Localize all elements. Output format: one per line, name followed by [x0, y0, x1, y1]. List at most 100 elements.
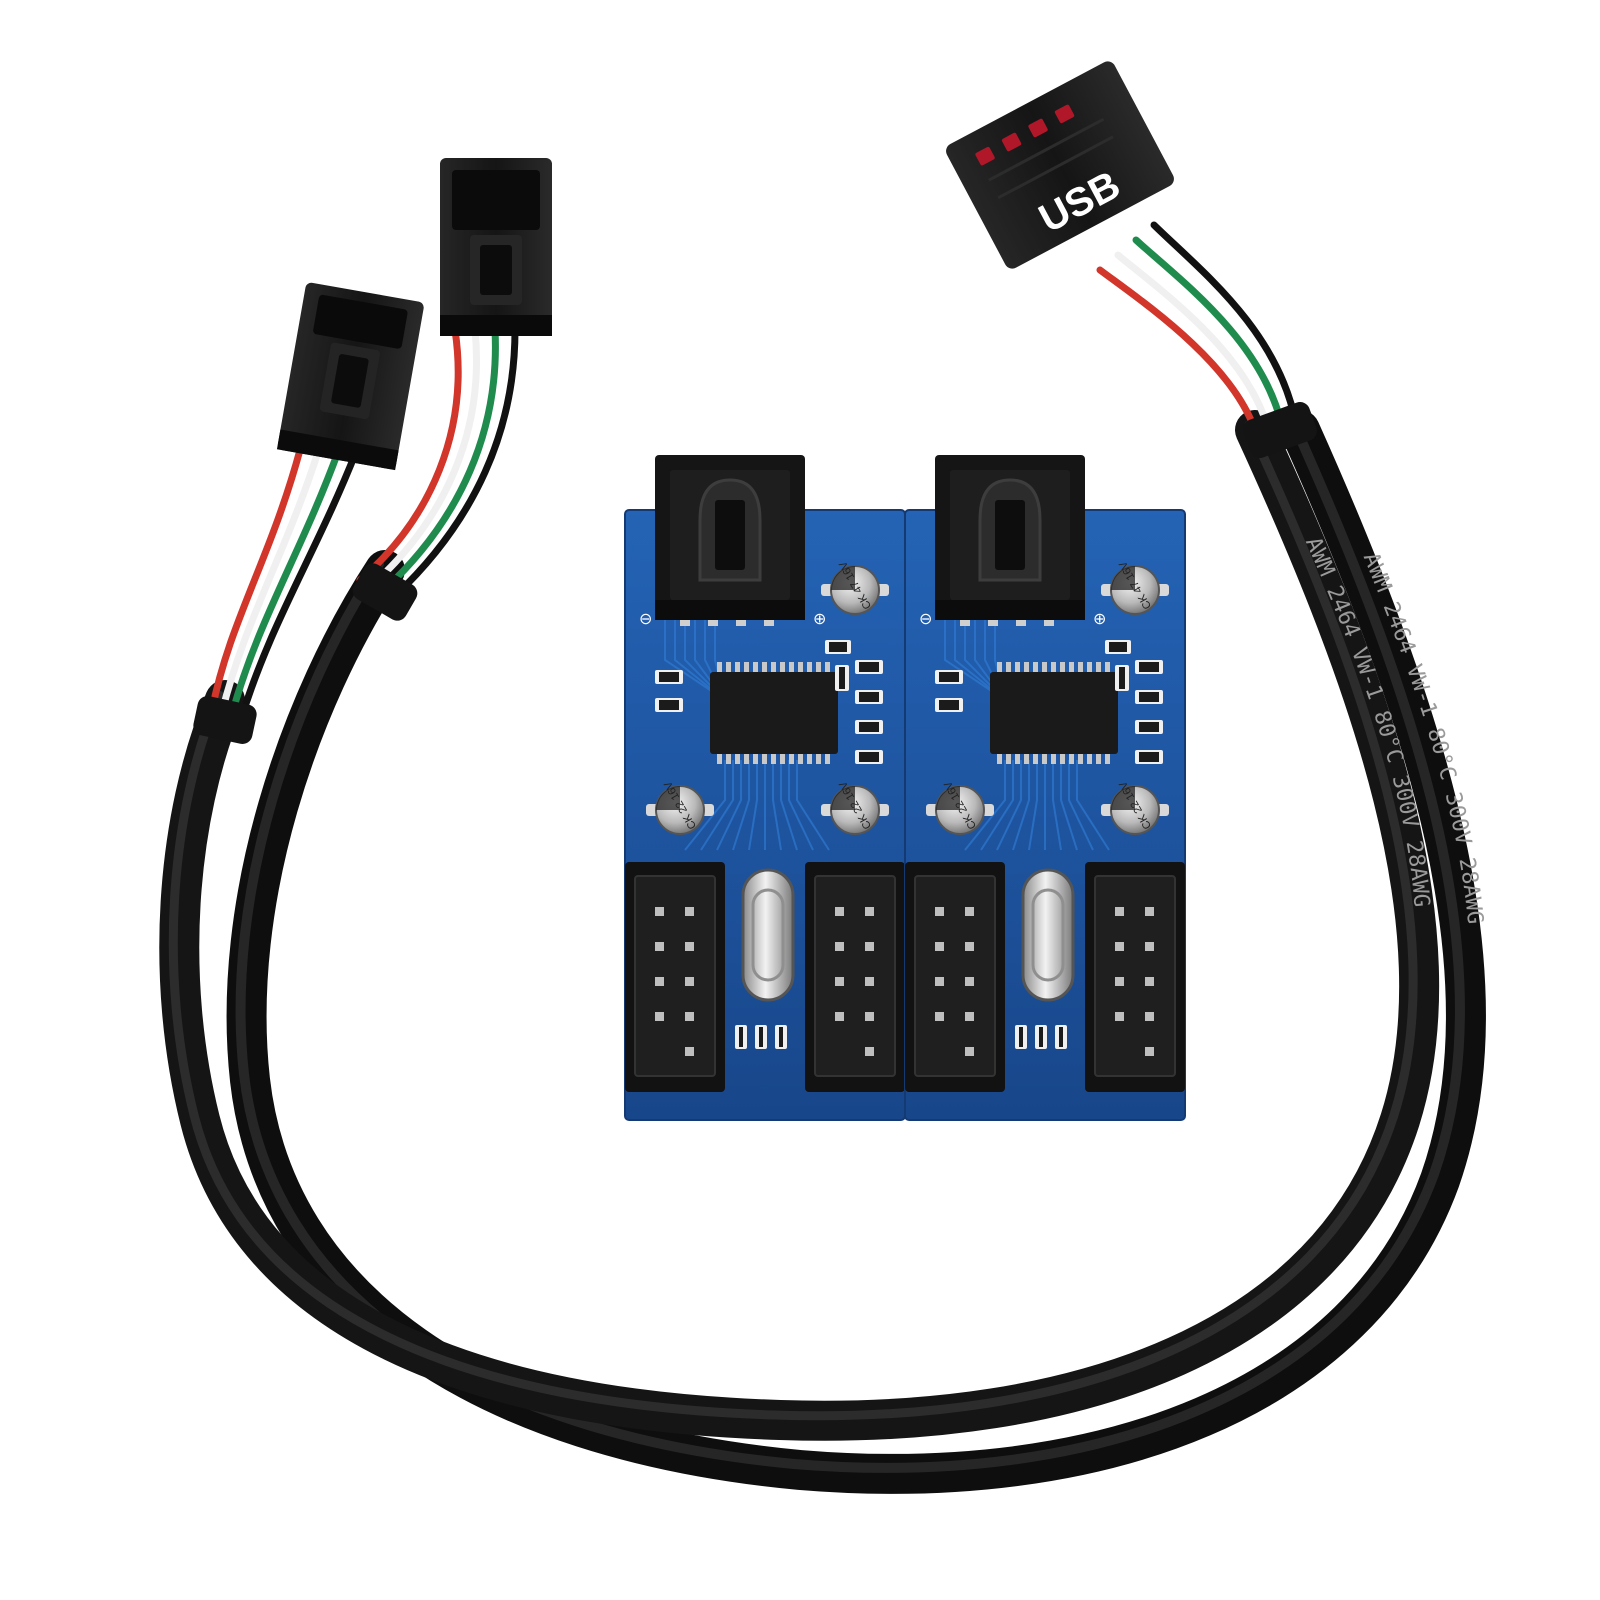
header-pin: [935, 977, 944, 986]
smd-component: [855, 690, 883, 704]
header-pin: [655, 907, 664, 916]
header-pin: [1145, 977, 1154, 986]
usb-pin-header: [625, 862, 725, 1092]
header-pin: [865, 942, 874, 951]
smd-component: [1055, 1025, 1067, 1049]
crystal-oscillator: [1021, 868, 1075, 1002]
electrolytic-capacitor: CK 47 16V: [1101, 558, 1169, 615]
fan-pin: [988, 620, 998, 626]
smd-component: [1105, 640, 1131, 654]
header-pin: [685, 977, 694, 986]
header-pin: [685, 942, 694, 951]
smd-component: [735, 1025, 747, 1049]
header-pin: [1115, 942, 1124, 951]
usb-pin-header: [805, 862, 905, 1092]
right-wire-bundle: [1096, 221, 1300, 434]
smd-component: [835, 665, 849, 691]
smd-component: [855, 750, 883, 764]
header-pin: [1115, 907, 1124, 916]
header-pin: [655, 1012, 664, 1021]
smd-component: [655, 670, 683, 684]
hub-controller-ic: [990, 662, 1118, 764]
smd-component: [1135, 720, 1163, 734]
pcb-plus-symbol: ⊕: [813, 611, 826, 628]
header-pin: [965, 1047, 974, 1056]
header-pin: [865, 907, 874, 916]
header-pin: [865, 977, 874, 986]
header-pin: [685, 907, 694, 916]
smd-component: [1115, 665, 1129, 691]
header-pin: [965, 1012, 974, 1021]
header-pin: [965, 942, 974, 951]
smd-component: [1135, 660, 1163, 674]
pcb-module: ⊖ ⊕CK 47 16V CK 22 16V CK 22 16V: [624, 455, 906, 1121]
usb-pin-header: [1085, 862, 1185, 1092]
electrolytic-capacitor: CK 22 16V: [1101, 778, 1169, 835]
electrolytic-capacitor: CK 22 16V: [821, 778, 889, 835]
fan-connector-left-lower: [276, 282, 424, 471]
header-pin: [835, 977, 844, 986]
crystal-oscillator: [741, 868, 795, 1002]
smd-component: [825, 640, 851, 654]
header-pin: [935, 907, 944, 916]
smd-component: [775, 1025, 787, 1049]
header-pin: [1115, 977, 1124, 986]
header-pin: [655, 977, 664, 986]
smd-component: [1135, 750, 1163, 764]
electrolytic-capacitor: CK 47 16V: [821, 558, 889, 615]
header-pin: [965, 907, 974, 916]
pcb-plus-symbol: ⊕: [1093, 611, 1106, 628]
header-pin: [935, 1012, 944, 1021]
left-wire-bundle-lower: [208, 446, 360, 720]
header-pin: [835, 907, 844, 916]
smd-component: [935, 670, 963, 684]
left-wire-bundle-upper: [356, 326, 519, 599]
header-pin: [835, 942, 844, 951]
smd-component: [855, 720, 883, 734]
fan-connector-board: [935, 455, 1085, 626]
smd-component: [935, 698, 963, 712]
header-pin: [1145, 942, 1154, 951]
fan-connector-board: [655, 455, 805, 626]
header-pin: [865, 1047, 874, 1056]
header-pin: [685, 1012, 694, 1021]
pcb-minus-symbol: ⊖: [639, 611, 652, 628]
fan-pin: [1016, 620, 1026, 626]
fan-pin: [764, 620, 774, 626]
fan-pin: [708, 620, 718, 626]
cable-outer: [226, 410, 1486, 1494]
hub-controller-ic: [710, 662, 838, 764]
cable-inner: [159, 410, 1440, 1441]
header-pin: [655, 942, 664, 951]
fan-pin: [1044, 620, 1054, 626]
fan-pin: [736, 620, 746, 626]
smd-component: [1015, 1025, 1027, 1049]
smd-component: [755, 1025, 767, 1049]
header-pin: [685, 1047, 694, 1056]
fan-pin: [960, 620, 970, 626]
pcb-minus-symbol: ⊖: [919, 611, 932, 628]
usb-pin-holes: [975, 104, 1075, 166]
fan-pin: [680, 620, 690, 626]
header-pin: [1145, 1012, 1154, 1021]
pcb-traces: [664, 620, 830, 851]
smd-component: [1135, 690, 1163, 704]
header-pin: [835, 1012, 844, 1021]
header-pin: [935, 942, 944, 951]
header-pin: [965, 977, 974, 986]
smd-component: [655, 698, 683, 712]
electrolytic-capacitor: CK 22 16V: [926, 778, 994, 835]
header-pin: [1145, 907, 1154, 916]
header-pin: [1115, 1012, 1124, 1021]
pcb-module: ⊖ ⊕CK 47 16V CK 22 16V CK 22 16V: [904, 455, 1186, 1121]
fan-connector-left-upper: [440, 158, 552, 336]
usb-header-connector: USB: [946, 61, 1174, 269]
electrolytic-capacitor: CK 22 16V: [646, 778, 714, 835]
usb-pin-header: [905, 862, 1005, 1092]
smd-component: [855, 660, 883, 674]
smd-component: [1035, 1025, 1047, 1049]
header-pin: [865, 1012, 874, 1021]
header-pin: [1145, 1047, 1154, 1056]
